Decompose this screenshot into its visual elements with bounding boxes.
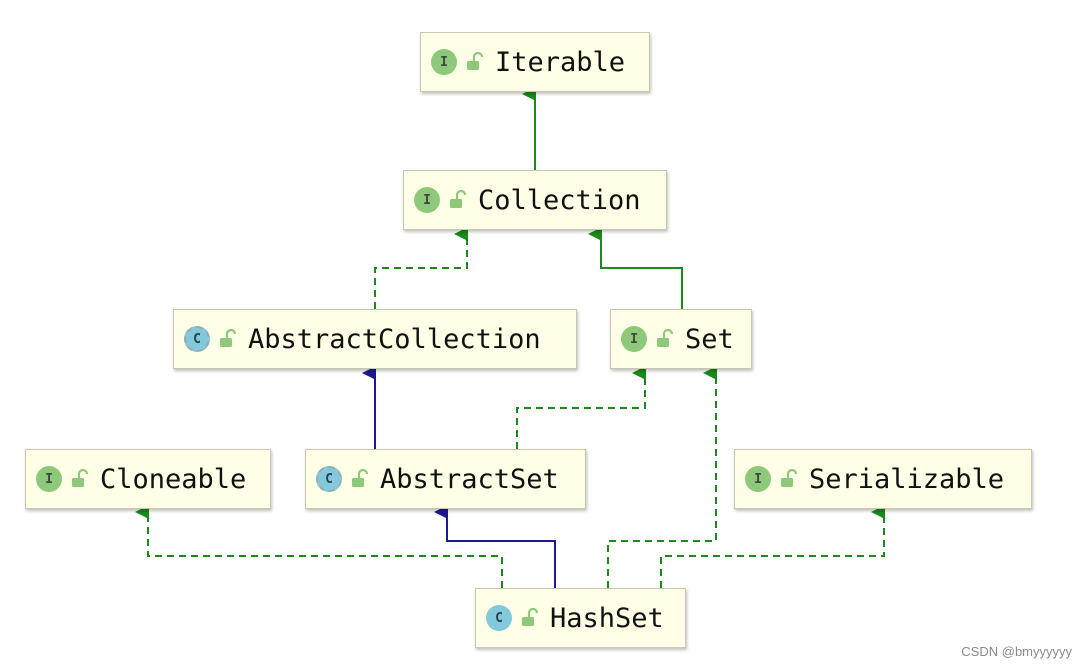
node-label: Collection [478,184,641,216]
unlocked-padlock-icon [352,469,368,487]
unlocked-padlock-icon [781,469,797,487]
node-label: HashSet [550,602,664,634]
interface-icon: I [431,49,457,75]
node-abstractset[interactable]: C AbstractSet [305,449,586,509]
node-label: Set [685,323,734,355]
interface-icon: I [621,326,647,352]
unlocked-padlock-icon [657,329,673,347]
node-collection[interactable]: I Collection [403,170,667,230]
edge-hashset-to-abstractset [434,505,556,588]
unlocked-padlock-icon [220,329,236,347]
edge-abstractcollection-to-collection [374,227,468,309]
interface-icon: I [745,466,771,492]
class-icon: C [486,605,512,631]
node-serializable[interactable]: I Serializable [734,449,1032,509]
unlocked-padlock-icon [522,608,538,626]
node-label: Serializable [809,463,1005,495]
unlocked-padlock-icon [467,52,483,70]
unlocked-padlock-icon [450,190,466,208]
node-cloneable[interactable]: I Cloneable [25,449,271,509]
abstract-class-icon: C [184,326,210,352]
edge-hashset-to-set [607,366,717,588]
watermark: CSDN @bmyyyyyy [961,644,1072,659]
node-set[interactable]: I Set [610,309,752,369]
edge-hashset-to-serializable [660,505,885,588]
node-label: Iterable [495,46,626,78]
edge-set-to-collection [588,227,683,309]
interface-icon: I [414,187,440,213]
node-label: AbstractSet [380,463,559,495]
node-label: AbstractCollection [248,323,541,355]
node-label: Cloneable [100,463,247,495]
edge-hashset-to-cloneable [135,505,503,588]
node-iterable[interactable]: I Iterable [420,32,650,92]
interface-icon: I [36,466,62,492]
node-abstractcollection[interactable]: C AbstractCollection [173,309,577,369]
node-hashset[interactable]: C HashSet [475,588,686,648]
abstract-class-icon: C [316,466,342,492]
edge-abstractset-to-set [516,366,646,449]
unlocked-padlock-icon [72,469,88,487]
